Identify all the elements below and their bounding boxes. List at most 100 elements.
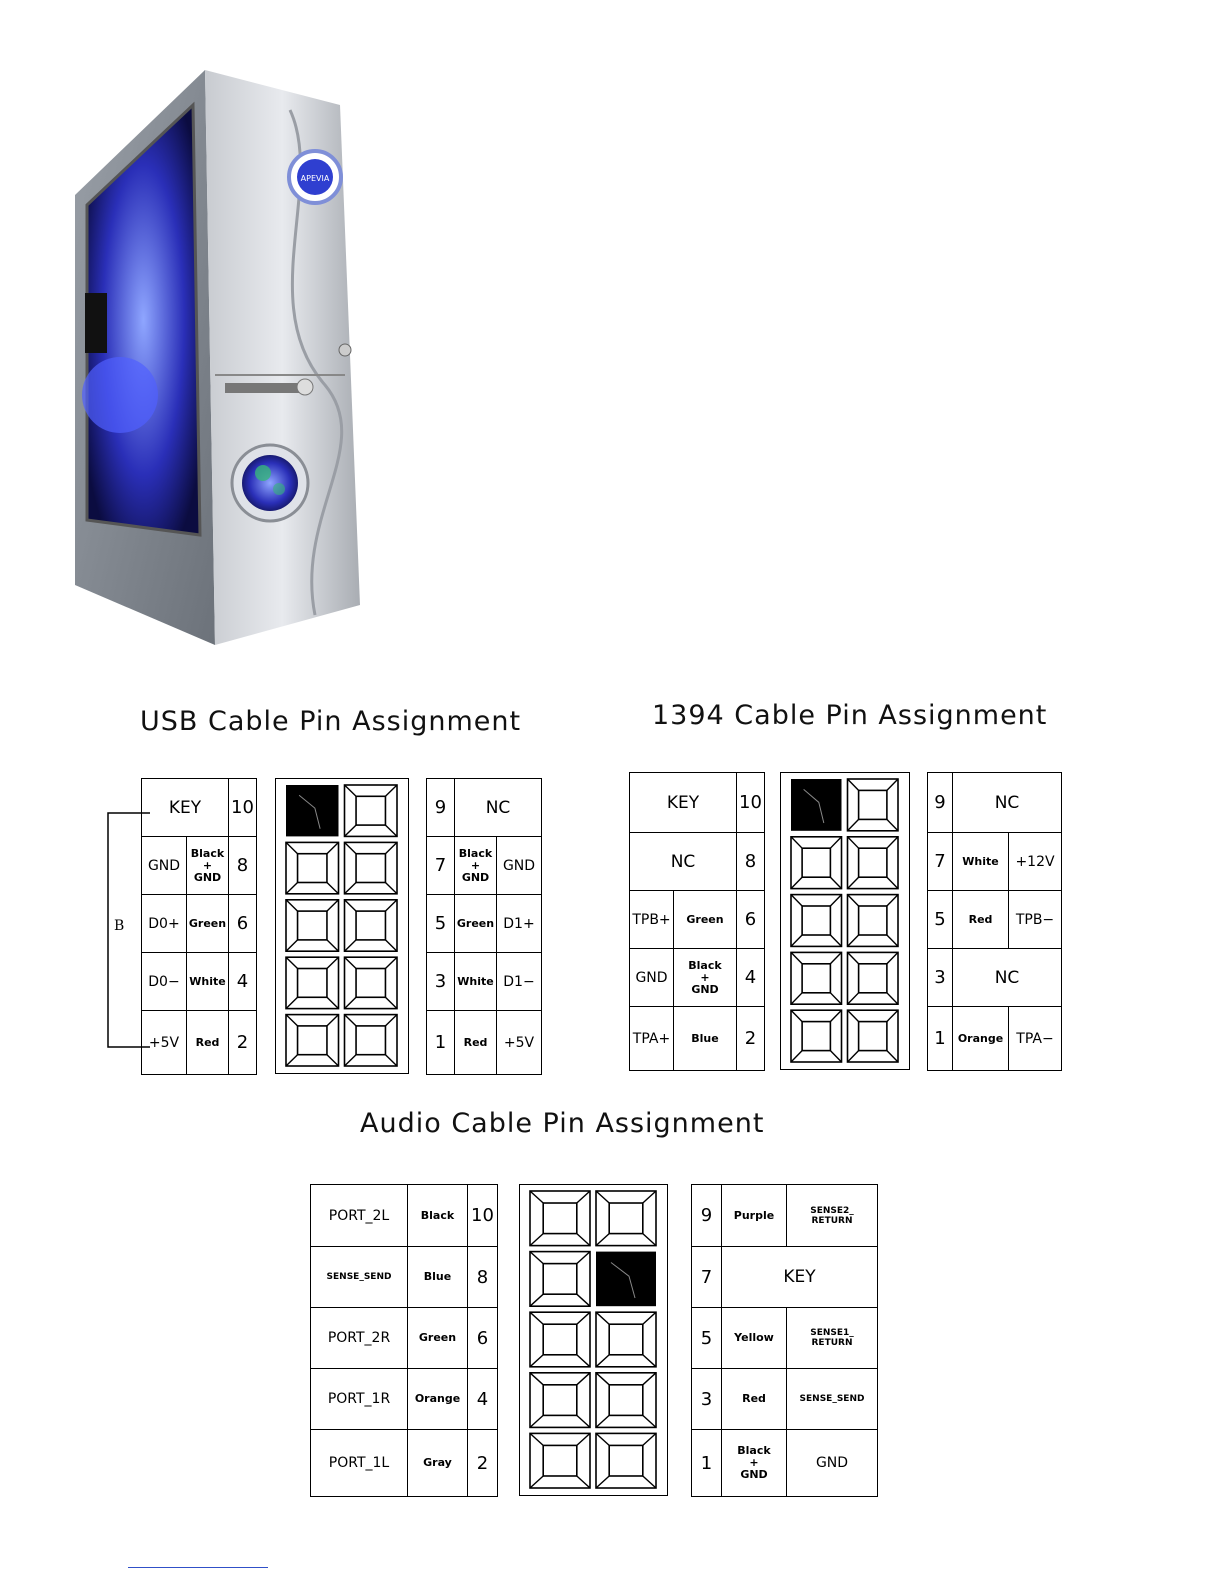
- audio-connector-pins: [529, 1190, 657, 1489]
- ieee1394-right-table: 9 NC 7 White +12V 5 Red TPB− 3 NC 1 Oran…: [927, 772, 1062, 1071]
- audio-right-pin-3: 3: [691, 1368, 722, 1430]
- ieee1394-right-color-5: Red: [952, 890, 1009, 949]
- pc-case-image: APEVIA: [75, 70, 360, 645]
- audio-right-color-5: Yellow: [721, 1307, 787, 1369]
- audio-connector: [519, 1184, 668, 1496]
- audio-left-signal-6: PORT_2R: [310, 1307, 408, 1369]
- usb-pin-cell-9: [343, 1013, 398, 1067]
- usb-left-color-6: Green: [186, 894, 229, 953]
- usb-pin-cell-4: [285, 899, 340, 953]
- audio-right-pin-5: 5: [691, 1307, 722, 1369]
- usb-left-color-2: Red: [186, 1010, 229, 1075]
- audio-left-color-10: Black: [407, 1184, 468, 1247]
- ieee1394-right-color-7: White: [952, 832, 1009, 891]
- audio-right-pin-7: 7: [691, 1246, 722, 1308]
- ieee1394-left-signal-8: NC: [629, 832, 737, 891]
- ieee1394-pin-cell-7: [846, 951, 899, 1005]
- audio-left-color-2: Gray: [407, 1429, 468, 1497]
- audio-pin-cell-1: [595, 1190, 657, 1247]
- ieee1394-pin-cell-6: [790, 951, 843, 1005]
- usb-right-pin-3: 3: [426, 952, 455, 1011]
- audio-right-signal-7: KEY: [721, 1246, 878, 1308]
- case-logo: APEVIA: [301, 174, 330, 183]
- audio-right-table: 9 Purple SENSE2_ RETURN 7 KEY 5 Yellow S…: [691, 1184, 878, 1497]
- audio-pin-cell-5: [595, 1311, 657, 1368]
- usb-left-signal-4: D0−: [141, 952, 187, 1011]
- audio-left-signal-8: SENSE_SEND: [310, 1246, 408, 1308]
- audio-pin-cell-6: [529, 1372, 591, 1429]
- usb-left-pin-10: 10: [228, 778, 257, 837]
- usb-right-pin-9: 9: [426, 778, 455, 837]
- usb-left-signal-2: +5V: [141, 1010, 187, 1075]
- usb-key-bracket: B: [107, 812, 150, 1048]
- ieee1394-left-table: KEY 10 NC 8 TPB+ Green 6 GND Black + GND…: [629, 772, 765, 1071]
- ieee1394-pin-cell-3: [846, 835, 899, 890]
- audio-right-signal-9: SENSE2_ RETURN: [786, 1184, 878, 1247]
- ieee1394-pin-cell-0: [791, 779, 842, 831]
- usb-right-signal-7: GND: [496, 836, 542, 895]
- usb-left-color-4: White: [186, 952, 229, 1011]
- audio-right-signal-3: SENSE_SEND: [786, 1368, 878, 1430]
- audio-pin-cell-3: [596, 1251, 656, 1307]
- ieee1394-right-signal-1: TPA−: [1008, 1006, 1062, 1071]
- ieee1394-left-signal-4: GND: [629, 948, 674, 1007]
- ieee1394-left-signal-2: TPA+: [629, 1006, 674, 1071]
- ieee1394-left-pin-4: 4: [736, 948, 765, 1007]
- ieee1394-pin-cell-9: [846, 1009, 899, 1063]
- ieee1394-right-pin-1: 1: [927, 1006, 953, 1071]
- audio-right-pin-9: 9: [691, 1184, 722, 1247]
- audio-left-signal-2: PORT_1L: [310, 1429, 408, 1497]
- usb-right-color-5: Green: [454, 894, 497, 953]
- ieee1394-left-signal-10: KEY: [629, 772, 737, 833]
- audio-left-pin-4: 4: [467, 1368, 498, 1430]
- audio-pin-cell-7: [595, 1372, 657, 1429]
- audio-right-color-9: Purple: [721, 1184, 787, 1247]
- audio-pin-cell-8: [529, 1432, 591, 1489]
- ieee1394-left-color-4: Black + GND: [673, 948, 737, 1007]
- ieee1394-left-pin-8: 8: [736, 832, 765, 891]
- usb-pin-cell-1: [343, 784, 398, 838]
- usb-pin-cell-0: [286, 785, 339, 837]
- audio-left-signal-4: PORT_1R: [310, 1368, 408, 1430]
- usb-left-signal-6: D0+: [141, 894, 187, 953]
- usb-left-signal-10: KEY: [141, 778, 229, 837]
- usb-right-table: 9 NC 7 Black + GND GND 5 Green D1+ 3 Whi…: [426, 778, 542, 1075]
- usb-right-signal-3: D1−: [496, 952, 542, 1011]
- audio-left-pin-6: 6: [467, 1307, 498, 1369]
- ieee1394-left-color-2: Blue: [673, 1006, 737, 1071]
- footer-divider: [128, 1567, 268, 1568]
- usb-right-color-3: White: [454, 952, 497, 1011]
- ieee1394-pin-cell-4: [790, 893, 843, 948]
- usb-right-signal-9: NC: [454, 778, 542, 837]
- audio-left-color-4: Orange: [407, 1368, 468, 1430]
- audio-pin-cell-4: [529, 1311, 591, 1368]
- usb-right-color-1: Red: [454, 1010, 497, 1075]
- audio-right-signal-5: SENSE1_ RETURN: [786, 1307, 878, 1369]
- usb-pin-cell-6: [285, 956, 340, 1010]
- ieee1394-right-signal-9: NC: [952, 772, 1062, 833]
- ieee1394-pin-cell-8: [790, 1009, 843, 1063]
- ieee1394-left-signal-6: TPB+: [629, 890, 674, 949]
- usb-left-color-8: Black + GND: [186, 836, 229, 895]
- ieee1394-right-signal-7: +12V: [1008, 832, 1062, 891]
- ieee1394-left-pin-6: 6: [736, 890, 765, 949]
- usb-left-pin-8: 8: [228, 836, 257, 895]
- usb-title: USB Cable Pin Assignment: [140, 706, 522, 737]
- ieee1394-right-pin-9: 9: [927, 772, 953, 833]
- ieee1394-pin-cell-1: [846, 778, 899, 832]
- usb-right-pin-1: 1: [426, 1010, 455, 1075]
- usb-connector-pins: [285, 784, 398, 1067]
- audio-right-pin-1: 1: [691, 1429, 722, 1497]
- audio-right-color-1: Black + GND: [721, 1429, 787, 1497]
- usb-left-table: KEY 10 GND Black + GND 8 D0+ Green 6 D0−…: [141, 778, 257, 1075]
- usb-right-signal-5: D1+: [496, 894, 542, 953]
- ieee1394-right-pin-3: 3: [927, 948, 953, 1007]
- audio-pin-cell-2: [529, 1250, 591, 1307]
- audio-left-color-6: Green: [407, 1307, 468, 1369]
- ieee1394-right-pin-7: 7: [927, 832, 953, 891]
- usb-left-pin-6: 6: [228, 894, 257, 953]
- audio-right-signal-1: GND: [786, 1429, 878, 1497]
- audio-left-signal-10: PORT_2L: [310, 1184, 408, 1247]
- audio-left-pin-2: 2: [467, 1429, 498, 1497]
- usb-pin-cell-7: [343, 956, 398, 1010]
